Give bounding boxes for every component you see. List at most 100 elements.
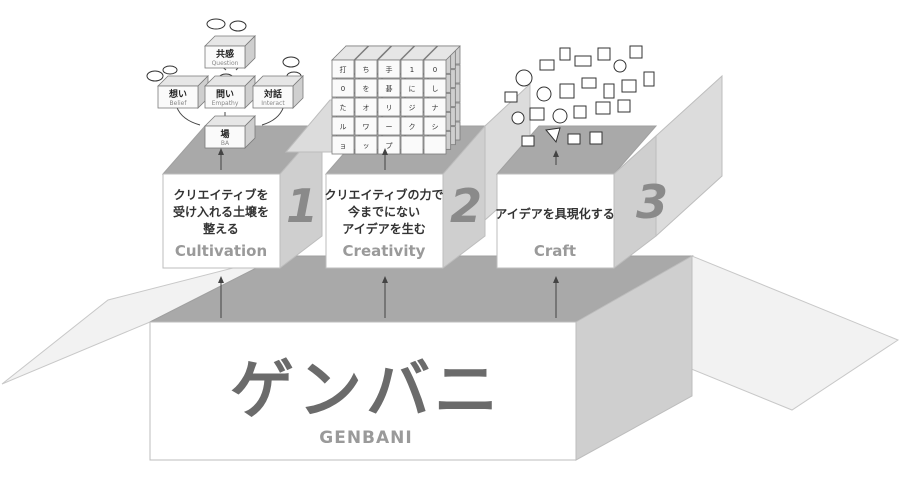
phone-doodle-icon <box>603 83 615 99</box>
cube-label-jp: 場 <box>220 128 229 140</box>
keyboard-key <box>377 135 401 155</box>
factory-doodle-icon <box>574 55 592 67</box>
cube-label-en: Belief <box>170 100 188 107</box>
arrow-head-1 <box>218 276 224 283</box>
laptop-doodle-icon <box>539 59 555 71</box>
step-box-3: 3 アイデアを具現化する Craft <box>495 74 723 270</box>
keyboard-key <box>354 116 378 136</box>
cube-label-jp: 問い <box>216 89 234 100</box>
speech-bubble-icon <box>162 65 178 75</box>
step-box-2-front <box>325 173 444 269</box>
face-doodle-icon <box>515 69 533 87</box>
keyboard-key-label: 0 <box>341 85 345 93</box>
book-doodle-icon <box>521 135 535 147</box>
cube-label-en: BA <box>221 140 230 147</box>
handshake-doodle-icon <box>567 133 581 145</box>
clock-doodle-icon <box>613 59 627 73</box>
keyboard-key <box>400 59 424 79</box>
cube-front-face <box>204 85 246 109</box>
cube-label-jp: 共感 <box>216 48 234 60</box>
keyboard-key-label: に <box>409 85 416 93</box>
tools-doodle-icon <box>589 131 603 145</box>
keyboard-key <box>354 135 378 155</box>
cube-label-jp: 対話 <box>263 88 282 100</box>
speech-bubble-icon <box>229 20 247 32</box>
step-number-2: 2 <box>450 179 482 233</box>
main-box: ゲンバニ GENBANI <box>1 255 900 461</box>
gear-doodle-icon <box>511 111 525 125</box>
car-doodle-icon <box>595 101 611 115</box>
step-number-3: 3 <box>636 175 668 229</box>
keyboard-key-label: ッ <box>363 142 370 150</box>
keyboard-key <box>400 116 424 136</box>
step-2-title-line-3: アイデアを生む <box>342 221 425 236</box>
step-1-title-line-1: クリエイティブを <box>173 187 268 202</box>
keyboard-key <box>423 59 447 79</box>
step-number-1: 1 <box>286 179 318 233</box>
step-2-title-line-2: 今までにない <box>347 204 420 219</box>
keyboard-key-label: 手 <box>386 65 393 74</box>
step-box-1-front <box>162 173 281 269</box>
box-doodle-icon <box>529 107 545 121</box>
truck-doodle-icon <box>621 79 637 93</box>
cap-doodle-icon <box>545 127 561 144</box>
step-1-title-en: Cultivation <box>175 242 267 260</box>
building-doodle-icon <box>573 105 587 119</box>
keyboard-key <box>400 78 424 98</box>
keyboard-key <box>400 135 424 155</box>
brand-name-jp: ゲンバニ <box>230 354 502 428</box>
cultivation-cube: 場BA <box>204 115 256 149</box>
tablet-doodle-icon <box>559 47 571 61</box>
keyboard-key <box>354 78 378 98</box>
brand-name-en: GENBANI <box>319 428 412 448</box>
cube-front-face <box>252 85 294 109</box>
arrow-head-3 <box>553 276 559 283</box>
person-doodle-icon <box>559 83 575 99</box>
keyboard-key-label: し <box>432 85 439 93</box>
keyboard-key <box>377 59 401 79</box>
keyboard-key-label: ナ <box>432 104 439 112</box>
keyboard-key <box>331 97 355 117</box>
cube-label-en: Empathy <box>212 100 239 107</box>
step-box-1: 1 クリエイティブを 受け入れる土壌を 整える Cultivation <box>161 124 324 270</box>
step-1-title-line-3: 整える <box>202 221 239 236</box>
chart-doodle-icon <box>552 108 568 124</box>
keyboard-key <box>377 78 401 98</box>
keyboard-key <box>331 78 355 98</box>
keyboard-key-label: ク <box>409 123 416 131</box>
step-2-title-line-1: クリエイティブの力で <box>324 187 443 202</box>
keyboard-key-label: シ <box>432 123 439 131</box>
keyboard-key-label: ー <box>386 123 393 131</box>
cube-front-face <box>204 45 246 69</box>
keyboard-key-label: た <box>340 104 347 112</box>
keyboard-key-label: ち <box>363 66 370 74</box>
shop-doodle-icon <box>597 47 611 61</box>
cube-front-face <box>157 85 199 109</box>
keyboard-key <box>354 97 378 117</box>
keyboard-key-label: を <box>363 85 370 93</box>
arrows-up <box>218 276 559 318</box>
keyboard-key-label: プ <box>386 142 393 150</box>
keyboard-key <box>354 59 378 79</box>
cultivation-arrow-head <box>218 148 224 155</box>
creativity-arrow-head <box>382 148 388 155</box>
keyboard-key <box>400 97 424 117</box>
step-2-title-en: Creativity <box>343 242 426 260</box>
cube-label-en: Interact <box>261 100 285 107</box>
monitor-doodle-icon <box>581 77 597 89</box>
keyboard-key <box>331 116 355 136</box>
craft-doodle-cloud <box>504 45 655 165</box>
letter-doodle-icon <box>629 45 643 59</box>
bag-doodle-icon <box>617 99 631 113</box>
keyboard-key <box>377 97 401 117</box>
pencil-doodle-icon <box>643 71 655 87</box>
cube-label-en: Question <box>212 60 239 67</box>
keyboard-key-label: ル <box>340 123 347 131</box>
keyboard-key <box>423 78 447 98</box>
keyboard-key <box>423 135 447 155</box>
